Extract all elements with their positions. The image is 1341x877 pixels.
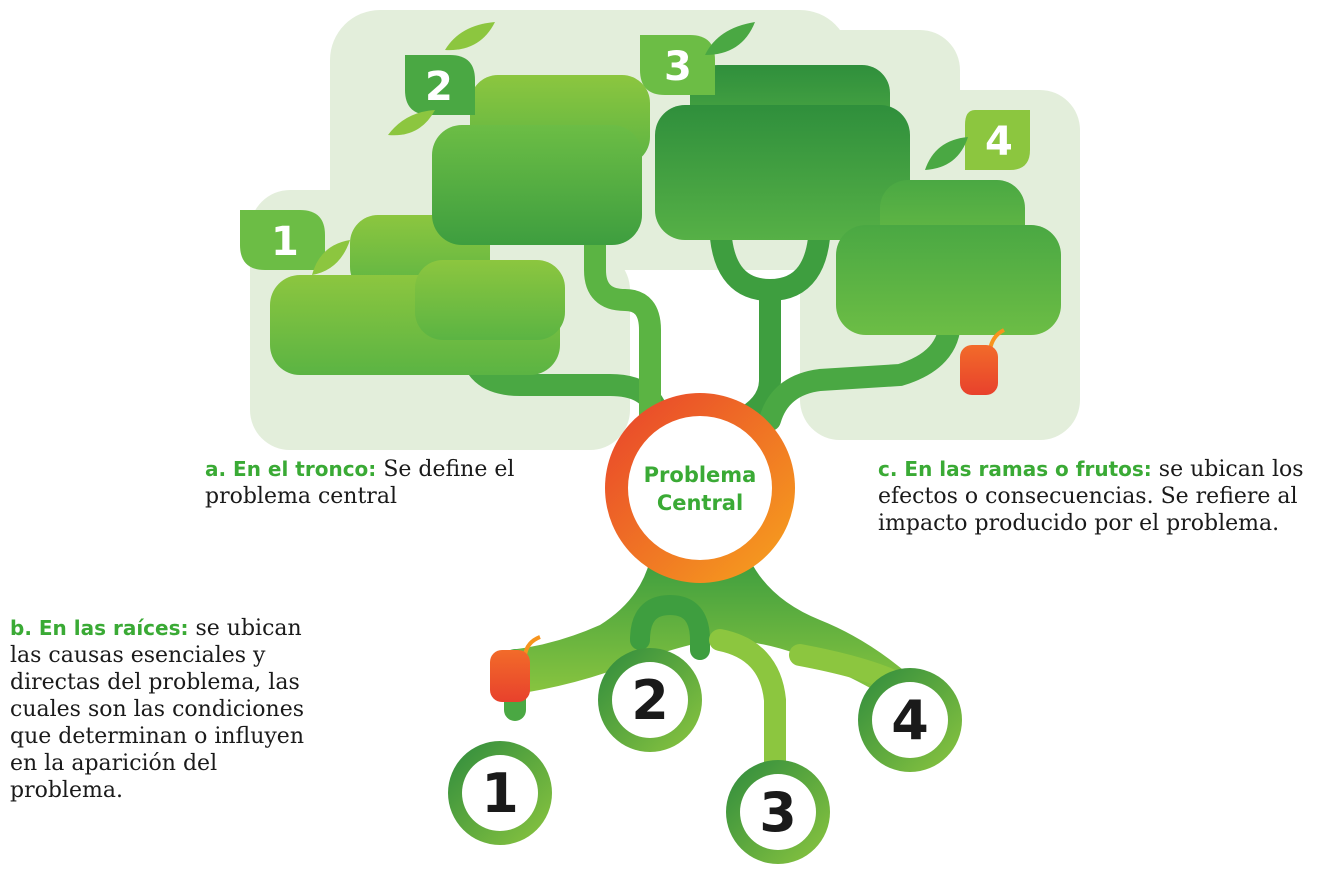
- leaf-number-3: 3: [664, 44, 692, 90]
- leaf-number-2: 2: [425, 64, 453, 110]
- central-problem-line2: Central: [657, 491, 743, 515]
- caption-ramas-label: c. En las ramas o frutos:: [878, 457, 1152, 481]
- cloud-1: [270, 215, 565, 375]
- leaf-number-4: 4: [985, 119, 1013, 165]
- fruit-icon-roots: [490, 635, 541, 702]
- caption-tronco: a. En el tronco: Se define el problema c…: [205, 456, 605, 510]
- leaf-number-1: 1: [271, 219, 299, 265]
- leaf-tag-1: 1: [240, 210, 350, 275]
- caption-raices-text: se ubican las causas esenciales y direct…: [10, 616, 305, 803]
- root-2: [630, 594, 710, 660]
- leaf-tag-2: 2: [388, 22, 495, 136]
- branch-4: [759, 309, 961, 431]
- caption-ramas: c. En las ramas o frutos: se ubican los …: [878, 456, 1338, 537]
- leaf-tag-4: 4: [925, 110, 1030, 170]
- root-node-1: 1: [448, 741, 552, 845]
- root-node-2: 2: [598, 648, 702, 752]
- caption-raices: b. En las raíces: se ubican las causas e…: [10, 615, 320, 804]
- leaf-tag-3: 3: [640, 22, 755, 95]
- fruit-icon-canopy: [960, 328, 1005, 395]
- cloud-4: [836, 180, 1061, 335]
- root-number-4: 4: [891, 689, 929, 752]
- root-3: [709, 629, 786, 776]
- caption-tronco-label: a. En el tronco:: [205, 457, 377, 481]
- root-number-1: 1: [481, 762, 519, 825]
- root-number-3: 3: [759, 781, 797, 844]
- cloud-2: [432, 75, 650, 245]
- root-node-3: 3: [726, 760, 830, 864]
- central-problem-node: Problema Central: [605, 393, 795, 583]
- caption-ramas-text: se ubican los efectos o consecuencias. S…: [878, 457, 1304, 536]
- caption-tronco-text: Se define el problema central: [205, 457, 515, 509]
- root-number-2: 2: [631, 669, 669, 732]
- branch-2: [584, 224, 661, 431]
- branch-3-stem: [729, 279, 781, 431]
- caption-raices-label: b. En las raíces:: [10, 616, 189, 640]
- central-problem-line1: Problema: [644, 463, 757, 487]
- root-node-4: 4: [858, 668, 962, 772]
- cloud-3: [655, 65, 910, 240]
- trunk: [510, 560, 915, 700]
